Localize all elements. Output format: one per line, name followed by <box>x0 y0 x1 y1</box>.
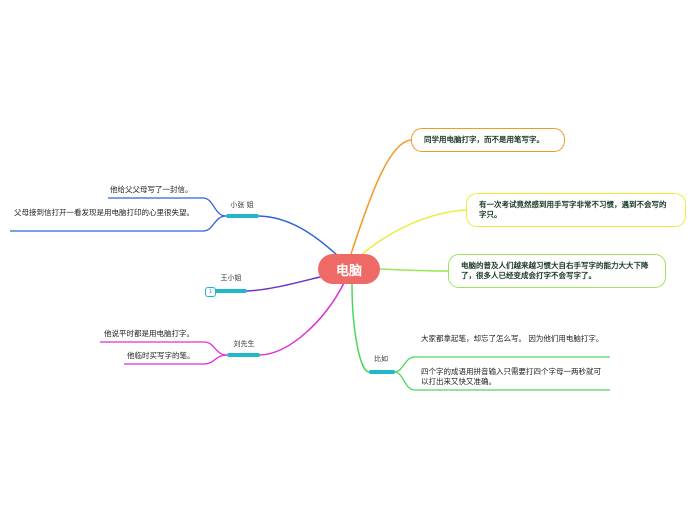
topic-liuxiansheng-label[interactable]: 刘先生 <box>233 340 255 348</box>
topic-xiaozhangjie-label[interactable]: 小张 姐 <box>230 201 254 209</box>
edge-liuxiansheng-item1 <box>100 341 228 356</box>
edge-biru <box>351 283 370 373</box>
biru-item-2[interactable]: 四个字的成语用拼音输入只需要打四个字母一两秒就可以打出来又快又准确。 <box>421 367 601 386</box>
edge-orange <box>350 139 412 255</box>
topic-text: 有一次考试竟然感到用手写字非常不习惯，遇到不会写的字只。 <box>479 200 667 219</box>
collapsed-children-badge[interactable]: 1 <box>205 287 216 297</box>
edge-biru-item2 <box>393 371 610 391</box>
topic-exam-handwriting[interactable]: 有一次考试竟然感到用手写字非常不习惯，遇到不会写的字只。 <box>466 193 686 227</box>
edge-lightgreen <box>379 268 449 272</box>
central-topic[interactable]: 电脑 <box>318 254 380 284</box>
central-topic-label: 电脑 <box>335 263 362 279</box>
liuxiansheng-item-1[interactable]: 他说平时都是用电脑打字。 <box>104 329 194 338</box>
topic-liuxiansheng-bar[interactable] <box>227 353 260 357</box>
xiaozhangjie-item-1[interactable]: 他给父父母写了一封信。 <box>110 185 193 194</box>
edge-wangxiaojie <box>246 275 325 292</box>
biru-item-1[interactable]: 大家都拿起笔，却忘了怎么写。 因为他们用电脑打字。 <box>421 334 604 343</box>
topic-xiaozhangjie-bar[interactable] <box>226 214 259 218</box>
topic-text: 同学用电脑打字，而不是用笔写字。 <box>424 135 544 144</box>
edge-xiaozhang-item1 <box>108 197 227 217</box>
topic-text: 电脑的普及人们越来越习惯大自右手写字的能力大大下降了，很多人已经变成会打字不会写… <box>461 261 649 280</box>
edge-biru-item1 <box>393 356 610 373</box>
edge-liuxiansheng <box>259 282 345 356</box>
edge-xiaozhang-item2 <box>10 215 227 232</box>
topic-biru-label[interactable]: 比如 <box>374 355 388 363</box>
xiaozhangjie-item-2[interactable]: 父母接到信打开一看发现是用电脑打印的心里很失望。 <box>14 208 194 217</box>
topic-wangxiaojie-bar[interactable] <box>214 289 247 293</box>
topic-biru-bar[interactable] <box>369 370 395 374</box>
topic-typing-instead-of-writing[interactable]: 同学用电脑打字，而不是用笔写字。 <box>411 128 565 152</box>
edge-yellow <box>359 209 467 257</box>
edge-liuxiansheng-item2 <box>124 354 228 365</box>
edge-xiaozhang <box>258 215 339 257</box>
topic-wangxiaojie-label[interactable]: 王小姐 <box>220 274 242 282</box>
liuxiansheng-item-2[interactable]: 他临时买写字的笔。 <box>127 351 195 360</box>
topic-writing-ability-decline[interactable]: 电脑的普及人们越来越习惯大自右手写字的能力大大下降了，很多人已经变成会打字不会写… <box>448 254 666 288</box>
